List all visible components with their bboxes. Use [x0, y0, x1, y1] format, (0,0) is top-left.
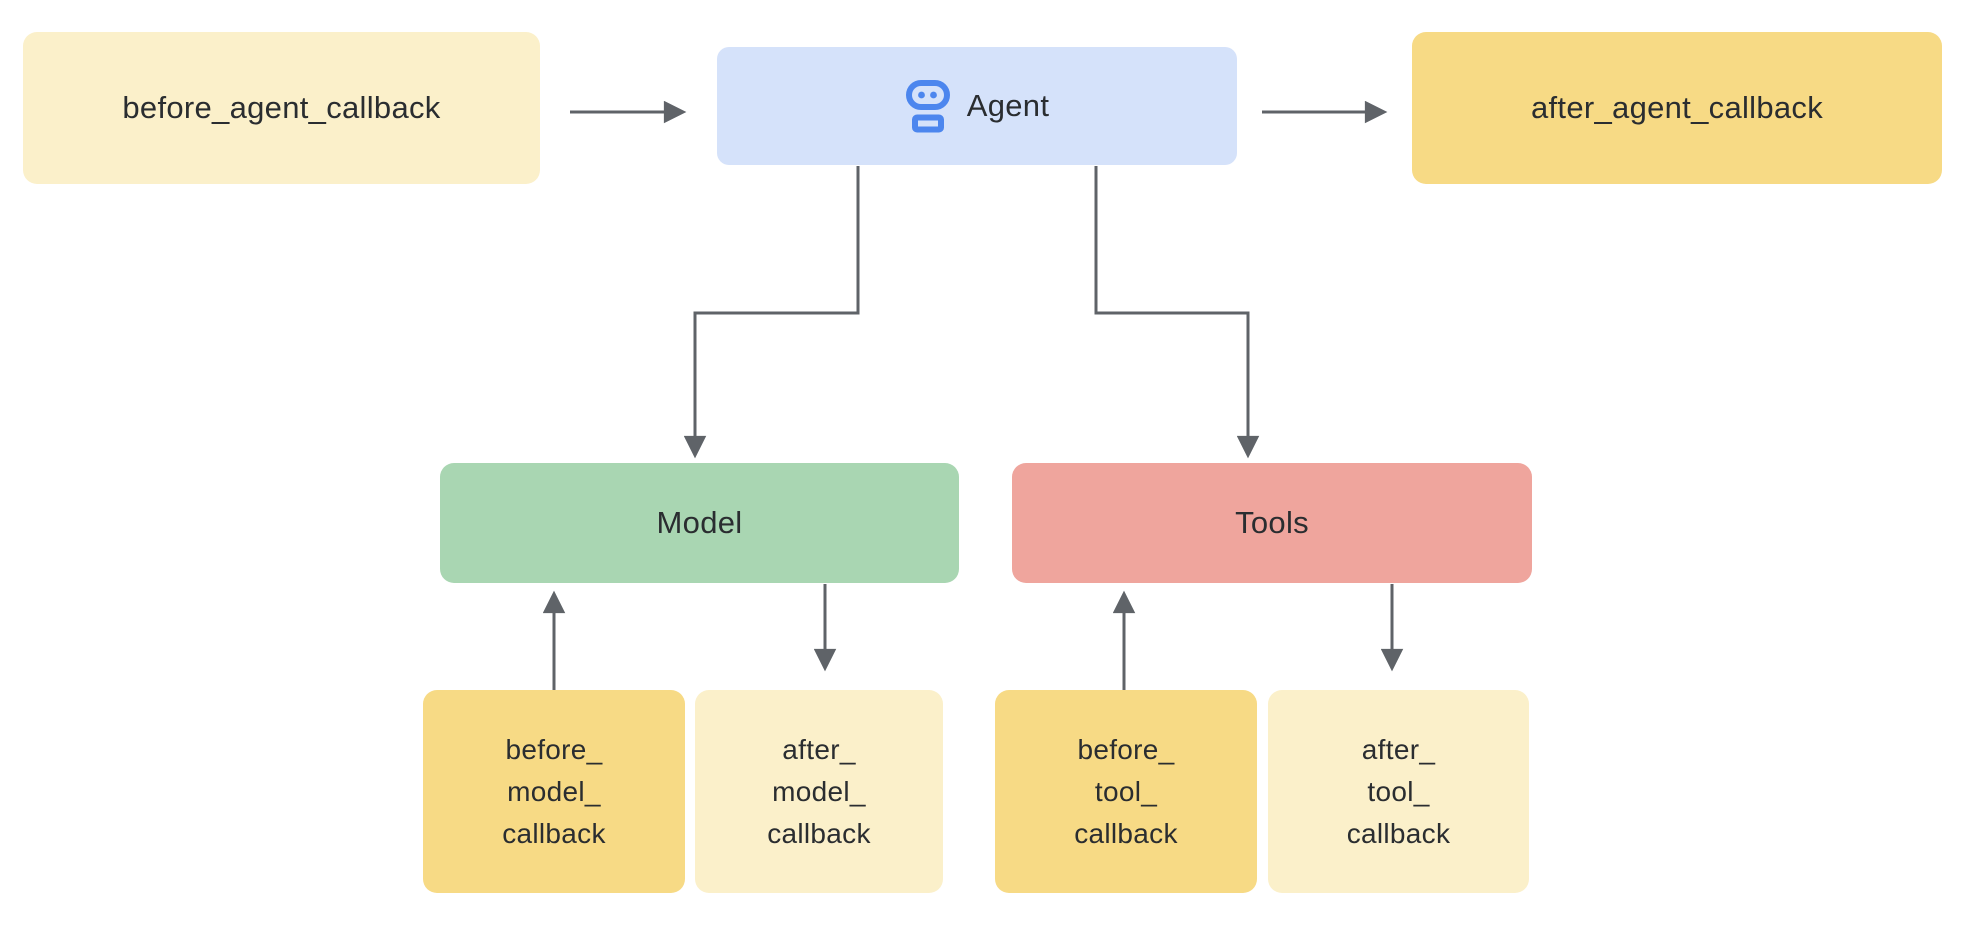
label-line: callback [1346, 817, 1451, 849]
node-label-after-model-callback: after_ model_ callback [767, 729, 871, 855]
edge-agent-to-model [683, 166, 860, 459]
label-line: before_ [1077, 733, 1175, 765]
node-before-tool-callback: before_ tool_ callback [995, 690, 1257, 893]
node-label-after-tool-callback: after_ tool_ callback [1347, 729, 1451, 855]
node-label-before-model-callback: before_ model_ callback [502, 729, 606, 855]
node-label-before-agent-callback: before_agent_callback [122, 90, 441, 125]
node-label-agent: Agent [966, 88, 1050, 123]
edge-agent-to-tools [1094, 166, 1260, 459]
robot-icon [905, 79, 951, 133]
node-model: Model [440, 463, 959, 583]
node-after-tool-callback: after_ tool_ callback [1268, 690, 1529, 893]
node-label-before-tool-callback: before_ tool_ callback [1074, 729, 1178, 855]
label-line: after_ [1361, 733, 1436, 765]
label-line: tool_ [1367, 775, 1430, 807]
label-line: model_ [507, 775, 601, 807]
label-line: model_ [772, 775, 866, 807]
node-before-model-callback: before_ model_ callback [423, 690, 685, 893]
label-line: before_ [505, 733, 603, 765]
agent-content: Agent [905, 79, 1050, 133]
label-line: callback [1074, 817, 1178, 849]
node-tools: Tools [1012, 463, 1532, 583]
label-line: callback [502, 817, 606, 849]
label-line: after_ [782, 733, 856, 765]
node-label-model: Model [656, 505, 743, 540]
node-label-after-agent-callback: after_agent_callback [1530, 90, 1824, 125]
node-agent: Agent [717, 47, 1237, 165]
label-line: tool_ [1094, 775, 1158, 807]
node-after-model-callback: after_ model_ callback [695, 690, 943, 893]
node-before-agent-callback: before_agent_callback [23, 32, 540, 184]
node-after-agent-callback: after_agent_callback [1412, 32, 1942, 184]
node-label-tools: Tools [1235, 505, 1309, 540]
label-line: callback [767, 817, 871, 849]
